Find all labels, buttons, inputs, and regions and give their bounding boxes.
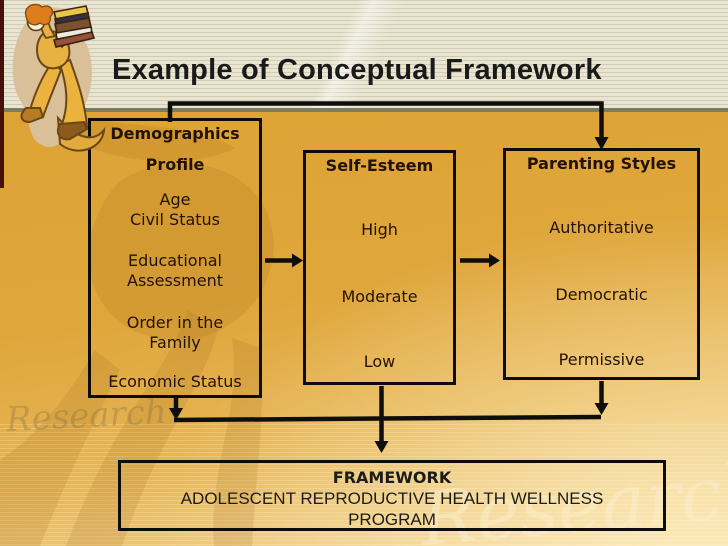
framework-box: FRAMEWORK ADOLESCENT REPRODUCTIVE HEALTH… <box>118 460 666 531</box>
demographics-item-order-in-family: Order in the Family <box>126 313 224 352</box>
parenting-styles-heading: Parenting Styles <box>526 154 677 173</box>
parenting-item-permissive: Permissive <box>558 350 645 369</box>
self-esteem-item-high: High <box>361 220 398 239</box>
demographics-item-economic-status: Economic Status <box>108 372 242 391</box>
parenting-item-democratic: Democratic <box>555 285 648 304</box>
person-carrying-books-illustration <box>12 3 106 152</box>
demographics-heading-line2: Profile <box>145 155 205 174</box>
header-band-shadow <box>0 108 728 112</box>
demographics-heading-line1: Demographics <box>110 124 240 143</box>
arrowhead-down-left <box>169 408 183 420</box>
elbow-connector-top <box>167 101 604 139</box>
arrowhead-down-parenting-top <box>594 137 609 150</box>
self-esteem-box: Self-Esteem High Moderate Low <box>303 150 456 385</box>
arrowhead-right-selfesteem <box>292 253 303 268</box>
cream-header-band <box>0 0 728 108</box>
arrowhead-right-parenting <box>489 253 500 268</box>
demographics-item-civil-status: Civil Status <box>129 210 221 229</box>
self-esteem-item-moderate: Moderate <box>341 287 418 306</box>
left-edge-maroon-strip <box>0 0 4 188</box>
gold-background <box>0 110 728 546</box>
framework-heading: FRAMEWORK <box>332 468 452 487</box>
background-swirl-ornament <box>0 110 274 546</box>
arrowhead-down-right <box>594 403 609 415</box>
self-esteem-item-low: Low <box>363 352 396 371</box>
demographics-item-educational-assessment: Educational Assessment <box>127 251 223 290</box>
parenting-item-authoritative: Authoritative <box>549 218 654 237</box>
bottom-pinstripes <box>0 424 728 546</box>
bottom-collector-line <box>173 414 602 423</box>
slide-title: Example of Conceptual Framework <box>112 54 602 86</box>
arrowhead-down-framework <box>374 441 389 453</box>
demographics-profile-box: Demographics Profile Age Civil Status Ed… <box>88 118 262 398</box>
self-esteem-heading: Self-Esteem <box>325 156 434 175</box>
framework-program-text: ADOLESCENT REPRODUCTIVE HEALTH WELLNESS … <box>180 489 604 529</box>
parenting-styles-box: Parenting Styles Authoritative Democrati… <box>503 148 700 380</box>
demographics-item-age: Age <box>159 190 191 209</box>
